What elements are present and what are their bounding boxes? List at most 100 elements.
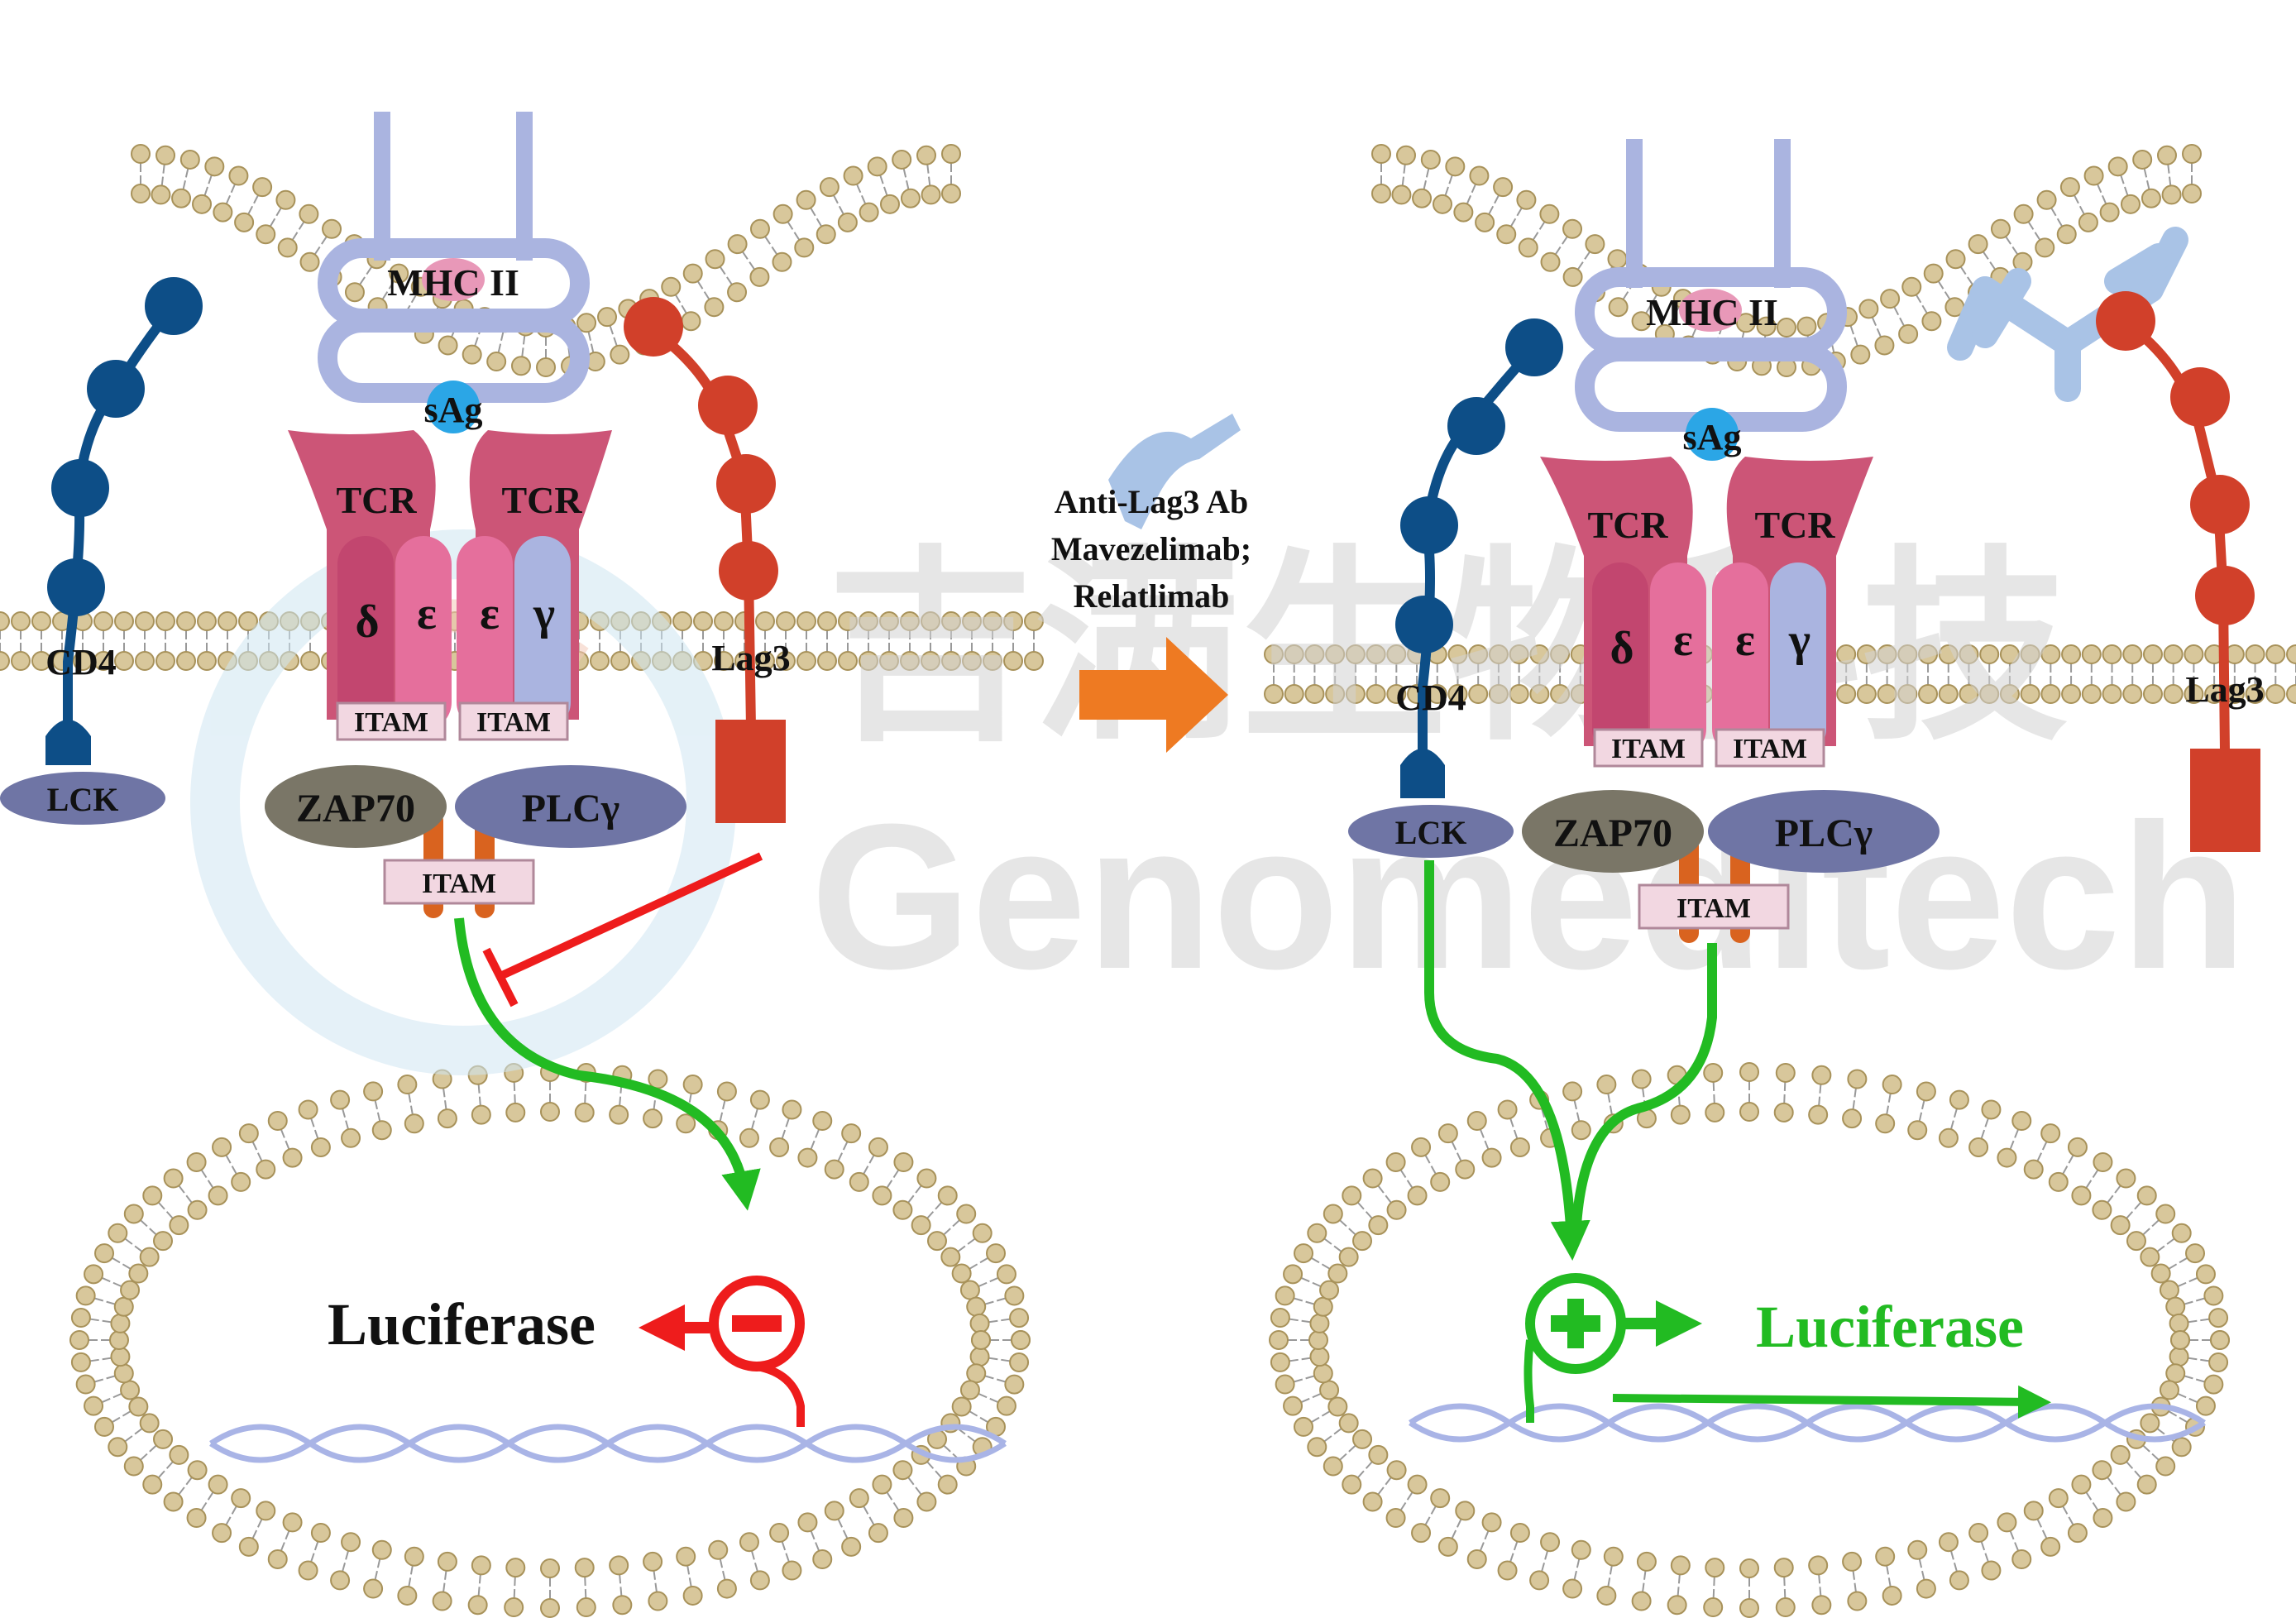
lipid <box>969 1347 998 1367</box>
lipid <box>397 1577 418 1606</box>
lipid <box>682 263 704 290</box>
lipid <box>2020 644 2040 673</box>
lipid <box>142 1470 165 1495</box>
lipid <box>1002 1330 1031 1351</box>
lipid <box>176 643 196 671</box>
lipid <box>31 611 51 639</box>
lipid <box>2163 644 2184 673</box>
lipid <box>926 1429 951 1453</box>
right-panel: MHC II sAg TCR TCR δ ε ε γ ITAM <box>1348 139 2265 1443</box>
lipid <box>102 1313 131 1333</box>
lipid <box>2184 644 2204 673</box>
tcr-label-left: TCR <box>1587 504 1668 546</box>
lipid <box>2034 232 2055 258</box>
lipid <box>1631 1582 1652 1611</box>
plcg-label: PLCγ <box>522 787 619 831</box>
lipid <box>130 175 151 203</box>
lipid <box>185 1460 208 1486</box>
lipid <box>155 643 175 671</box>
lipid <box>2122 676 2143 704</box>
lipid <box>197 643 217 671</box>
lipid <box>1571 1112 1591 1141</box>
lipid <box>2151 1453 2176 1477</box>
lipid <box>983 611 1002 639</box>
lipid <box>93 643 113 671</box>
lipid <box>363 1081 384 1110</box>
itam-box-lower <box>1638 883 1790 930</box>
tcr-complex: TCR TCR δ ε ε γ ITAM ITAM ZAP70 PLCγ ITA… <box>1522 457 1940 943</box>
lipid <box>0 643 10 671</box>
lipid <box>892 1151 914 1179</box>
lipid <box>648 1582 668 1611</box>
lipid <box>1603 1546 1624 1575</box>
lipid <box>1550 644 1571 673</box>
lipid <box>404 1105 424 1134</box>
lipid <box>1981 1099 2002 1127</box>
lipid <box>123 1453 148 1477</box>
lipid <box>1918 676 1939 704</box>
lipid <box>0 611 10 639</box>
plcg-blob <box>455 765 686 848</box>
lipid <box>1631 1069 1652 1098</box>
lipid <box>134 1245 160 1267</box>
lipid <box>782 1553 802 1581</box>
lipid <box>1907 1539 1928 1568</box>
chain-epsilon-2: ε <box>1735 615 1755 666</box>
lipid <box>2142 676 2163 704</box>
lipid <box>1293 1416 1320 1437</box>
lipid <box>114 611 134 639</box>
lipid <box>298 1099 318 1127</box>
treatment: Anti-Lag3 Ab Mavezelimab; Relatlimab <box>1051 414 1251 753</box>
lipid <box>769 1129 790 1157</box>
lipid <box>610 337 630 365</box>
lipid <box>1877 676 1897 704</box>
lipid <box>300 643 320 671</box>
lipid <box>1703 1589 1724 1618</box>
lipid <box>277 232 299 258</box>
lipid <box>1348 1429 1373 1453</box>
superantigen <box>427 381 480 433</box>
lipid <box>1304 676 1325 704</box>
lipid <box>1898 317 1919 344</box>
lipid <box>1396 145 1417 174</box>
lipid <box>437 1551 457 1580</box>
lipid <box>900 643 920 671</box>
signal-arrow <box>454 917 761 1211</box>
lipid <box>267 1111 288 1138</box>
lipid <box>1497 1553 1518 1581</box>
lipid <box>75 1285 104 1306</box>
lipid <box>341 1532 361 1560</box>
lipid <box>1385 1194 1407 1220</box>
lipid <box>773 203 794 230</box>
zap70-label: ZAP70 <box>296 787 415 831</box>
lipid <box>892 1501 914 1529</box>
lipid <box>1366 676 1386 704</box>
tcr-label-left: TCR <box>336 479 417 521</box>
lipid <box>1938 644 1959 673</box>
lipid <box>1550 676 1571 704</box>
lipid <box>1916 1081 1936 1110</box>
lipid <box>915 1168 937 1194</box>
luciferase-label: Luciferase <box>1756 1294 2024 1360</box>
lipid <box>1509 1523 1530 1551</box>
lipid <box>1509 1129 1530 1157</box>
lipid <box>204 156 225 184</box>
lipid <box>1739 1558 1760 1587</box>
lipid <box>892 1194 915 1220</box>
lipid <box>2092 1151 2113 1179</box>
cd3-epsilon-1 <box>1650 562 1706 757</box>
lipid <box>2020 676 2040 704</box>
lipid <box>849 1488 869 1515</box>
lipid <box>142 1185 165 1210</box>
lipid <box>1003 643 1023 671</box>
lipid <box>1562 1081 1583 1110</box>
lipid <box>1270 1352 1299 1372</box>
lipid <box>2165 1363 2193 1384</box>
lipid <box>70 1308 99 1328</box>
lipid <box>1406 1180 1428 1206</box>
lipid <box>749 218 771 245</box>
lipid <box>1739 1589 1759 1618</box>
lipid <box>1453 195 1474 223</box>
lipid <box>1283 1395 1310 1416</box>
lipid <box>1371 144 1391 172</box>
